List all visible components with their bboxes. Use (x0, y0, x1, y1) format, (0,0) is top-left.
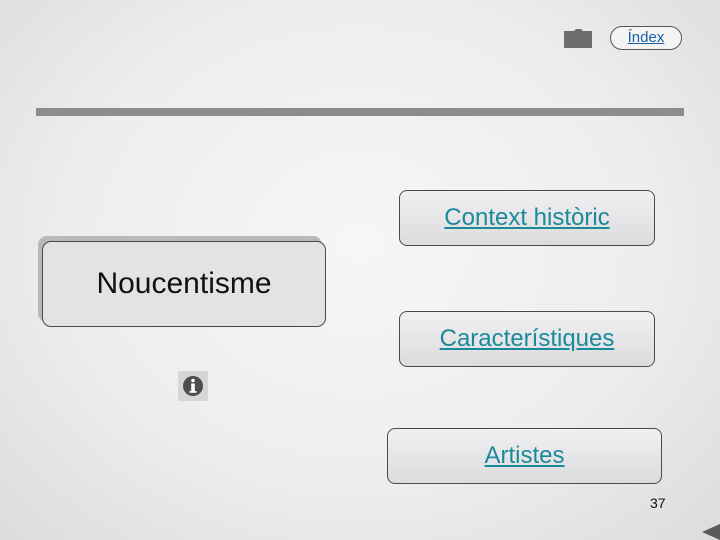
index-link[interactable]: Índex (610, 26, 682, 50)
context-historic-button[interactable]: Context històric (399, 190, 655, 246)
header-divider (36, 108, 684, 116)
back-arrow-icon[interactable] (702, 524, 720, 540)
folder-icon[interactable] (563, 27, 593, 49)
page-number: 37 (650, 495, 666, 511)
slide-title: Noucentisme (42, 241, 326, 327)
artists-button[interactable]: Artistes (387, 428, 662, 484)
info-icon[interactable] (178, 371, 208, 401)
characteristics-button[interactable]: Característiques (399, 311, 655, 367)
